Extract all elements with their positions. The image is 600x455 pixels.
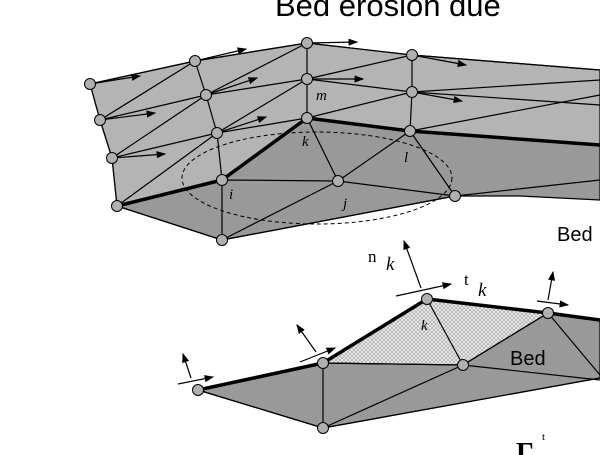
bed-label-bottom: Bed (510, 348, 546, 370)
node-label-l: l (404, 150, 408, 166)
node-label-k: k (302, 134, 309, 150)
boundary-label: Γ (516, 438, 534, 455)
velocity-arrows (89, 38, 468, 159)
normal-subscript: k (386, 254, 395, 275)
top-mesh (84, 37, 600, 246)
tangent-subscript: k (478, 280, 487, 301)
normal-label: n (368, 247, 377, 266)
node-label-m: m (316, 88, 327, 104)
bed-label-top: Bed (557, 224, 593, 246)
title: Bed erosion due (275, 0, 501, 23)
boundary-superscript: t (542, 431, 545, 443)
node-label-j: j (341, 196, 347, 212)
bottom-mesh (177, 239, 600, 434)
node-label-i: i (229, 187, 233, 203)
tangent-label: t (464, 270, 469, 289)
node-label-k-bottom: k (421, 318, 428, 334)
nodes (84, 37, 461, 246)
normal-tangent-arrows (177, 239, 570, 385)
